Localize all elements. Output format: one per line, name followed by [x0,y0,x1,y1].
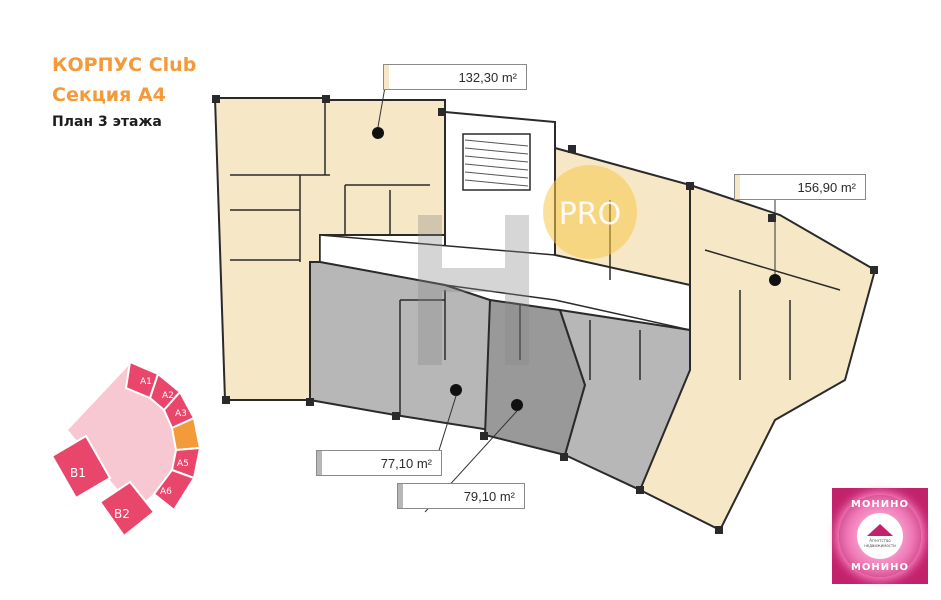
floor-plan-title: План 3 этажа [52,114,162,130]
section-label-A2: А2 [162,391,174,401]
room-marker-right [769,274,781,286]
stairs [464,139,529,187]
section-label-B2: В2 [114,507,130,521]
section-label-A1: А1 [140,377,152,387]
stair-block [462,133,531,191]
house-icon [867,524,893,536]
section-B1[interactable] [50,434,112,500]
logo-caption: Агентство недвижимости [864,538,896,548]
area-label: 79,10 m² [463,488,515,504]
area-tag-top: 132,30 m² [383,64,527,90]
watermark-text: PRO [559,197,622,232]
section-label-A6: А6 [160,487,172,497]
area-tag-left-gray: 77,10 m² [316,450,442,476]
area-swatch [735,175,740,199]
area-swatch [317,451,322,475]
room-marker-left-gray [450,384,462,396]
logo-word-top: МОНИНО [850,499,910,510]
area-swatch [398,484,403,508]
section-A6[interactable] [152,468,196,512]
watermark-circle [543,165,637,259]
area-tag-right: 156,90 m² [734,174,866,200]
section-map-segments [50,360,202,538]
section-title: Секция А4 [52,84,166,106]
room-marker-mid [511,399,523,411]
agency-logo[interactable]: МОНИНО Агентство недвижимости МОНИНО [832,488,928,584]
room-marker-top [372,127,384,139]
section-label-B1: В1 [70,466,86,480]
title-block: КОРПУС Club Секция А4 План 3 этажа [52,50,196,134]
watermark-h [418,215,529,365]
facade-columns [212,95,878,534]
area-label: 156,90 m² [797,179,856,195]
area-label: 77,10 m² [380,455,432,471]
apartment-right-beige[interactable] [638,183,877,532]
area-tag-mid-gray: 79,10 m² [397,483,525,509]
section-label-A5: А5 [177,459,189,469]
logo-ring: МОНИНО Агентство недвижимости МОНИНО [839,495,921,577]
logo-inner: Агентство недвижимости [857,513,903,559]
section-label-A3: А3 [175,409,187,419]
room-markers [372,127,781,411]
building-title: КОРПУС Club [52,54,197,76]
logo-word-bottom: МОНИНО [850,562,910,573]
section-B2[interactable] [98,480,156,538]
area-label: 132,30 m² [458,69,517,85]
section-map: А1 А2 А3 А5 А6 В1 В2 [50,360,202,538]
area-swatch [384,65,389,89]
